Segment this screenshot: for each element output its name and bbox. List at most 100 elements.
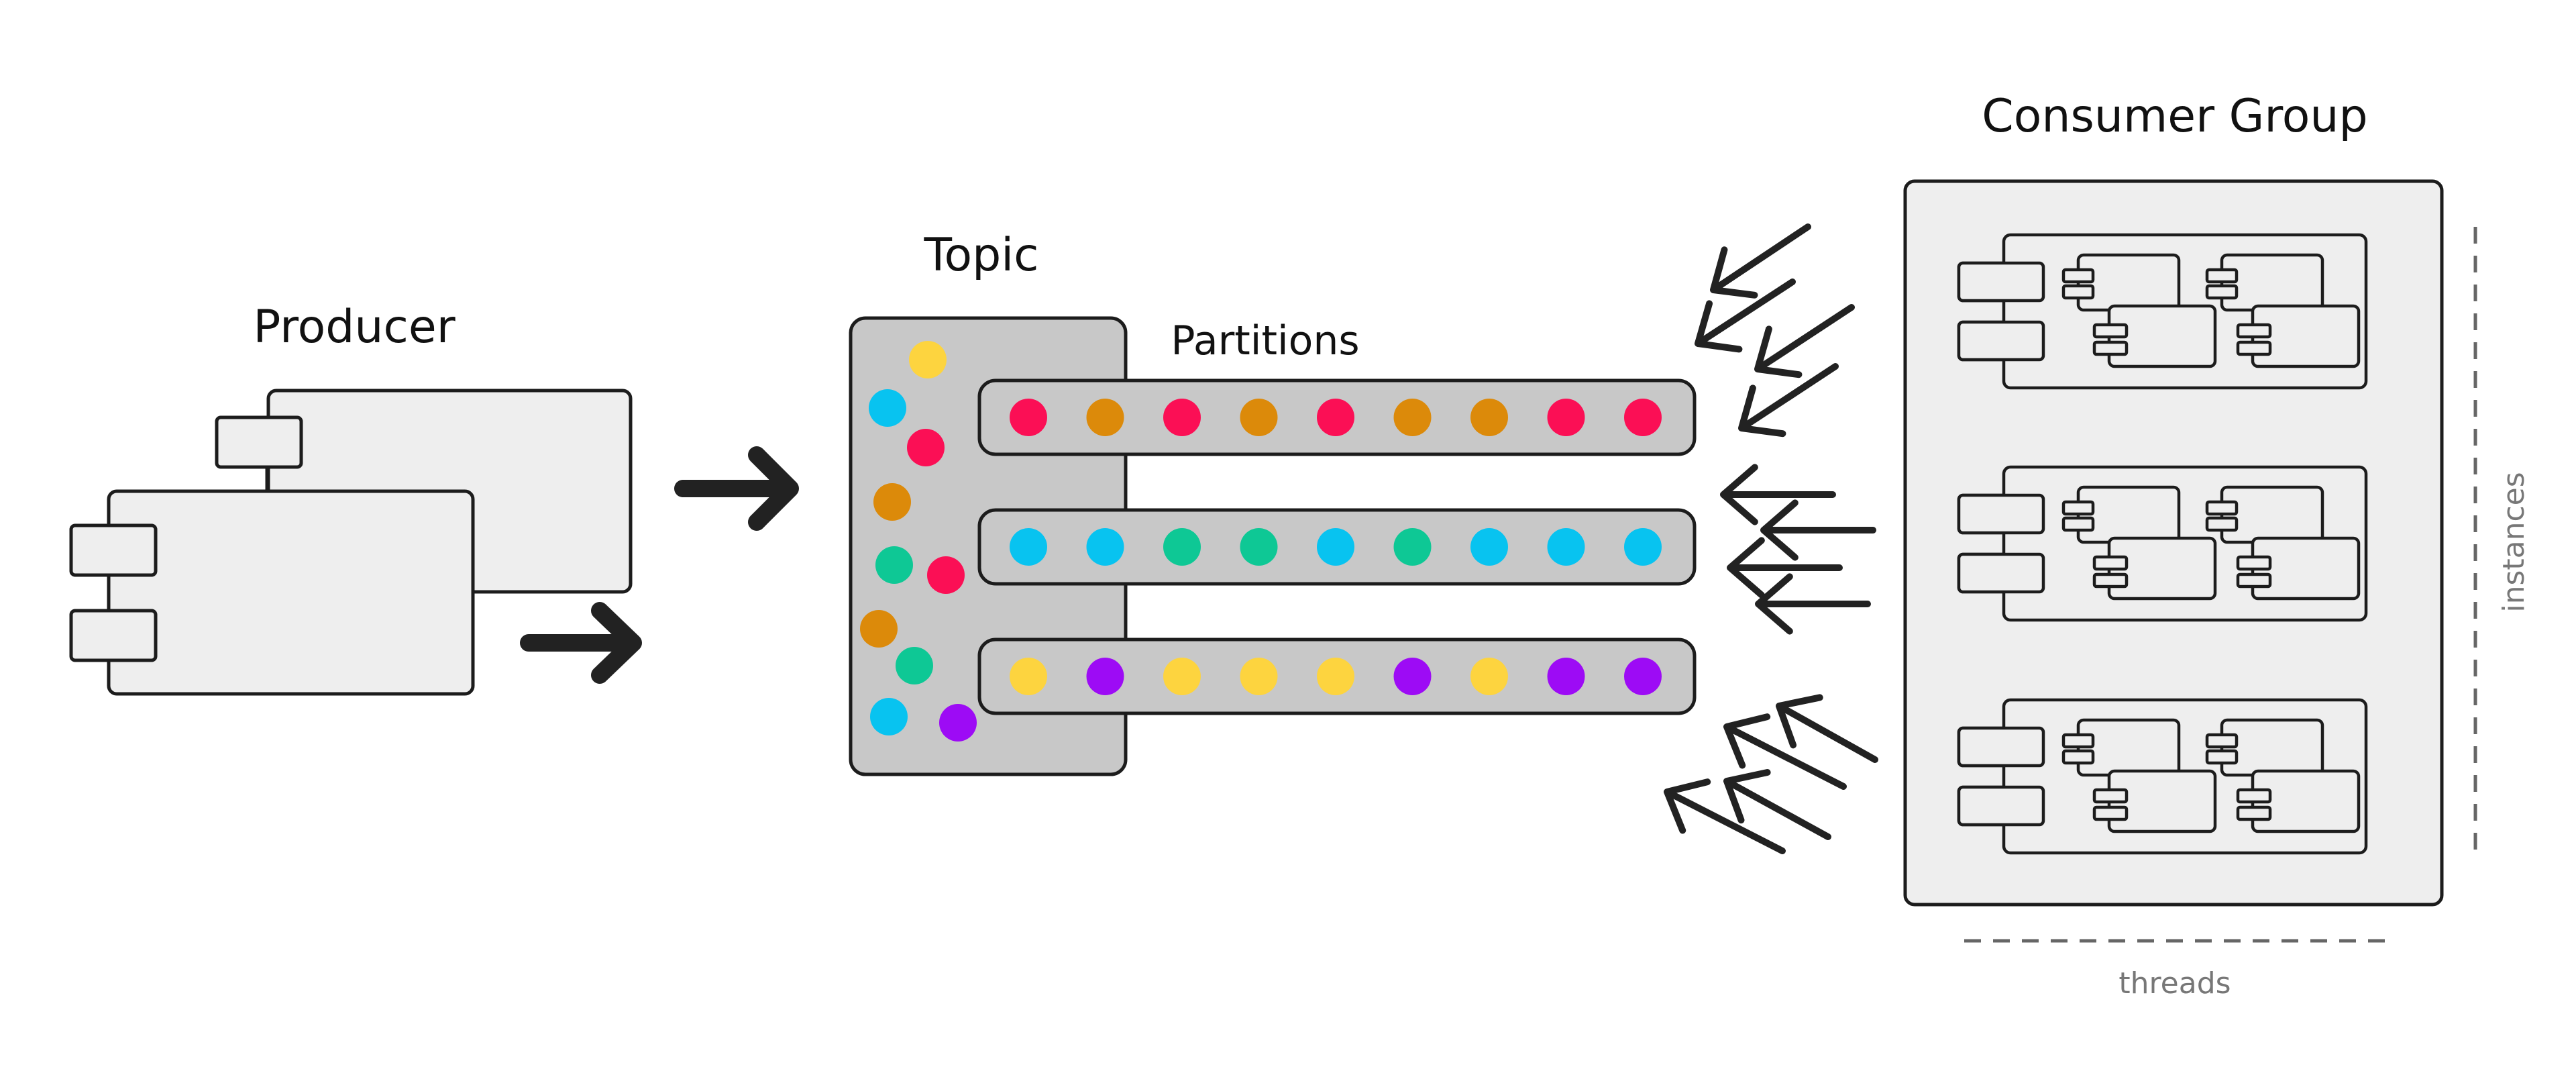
consumer-thread (2061, 253, 2217, 368)
producer-arrow-lower (520, 602, 642, 684)
consumer-arrow-partition-3 (1664, 778, 1786, 854)
thread-connector (2205, 733, 2239, 749)
partition-3 (977, 638, 1697, 715)
thread-connector (2092, 805, 2129, 821)
partition-message-dot-green (1393, 528, 1432, 566)
consumer-instance-1 (1957, 233, 2368, 390)
topic-message-dot-orange (860, 610, 898, 648)
thread-component-back (2220, 253, 2324, 312)
partition-message-dot-pink (1624, 399, 1662, 436)
topic-message-dot-pink (907, 429, 945, 466)
partition-message-dot-cyan (1547, 528, 1585, 566)
partition-message-dot-cyan (1010, 528, 1047, 566)
thread-connector (2205, 284, 2239, 300)
producer-component-front (69, 489, 475, 696)
instance-connector (1957, 320, 2045, 362)
partitions: Partitions (977, 317, 1697, 715)
partition-message-dot-yellow (1163, 658, 1201, 695)
consumer-instance-2 (1957, 465, 2368, 622)
consumer-group-label: Consumer Group (1982, 90, 2367, 143)
consumer-arrow-partition-3 (1776, 694, 1878, 763)
topic-message-queue (860, 341, 977, 742)
thread-connector (2092, 788, 2129, 804)
thread-connector (2061, 516, 2095, 532)
partition-message-dot-cyan (1470, 528, 1508, 566)
consumer-thread (2205, 485, 2361, 601)
thread-connector (2092, 323, 2129, 339)
partition-message-dot-yellow (1470, 658, 1508, 695)
consumer-arrow-partition-1 (1754, 304, 1855, 378)
thread-connector (2061, 284, 2095, 300)
partition-message-dot-pink (1317, 399, 1354, 436)
partition-message-dot-green (1240, 528, 1278, 566)
partition-message-dot-cyan (1086, 528, 1124, 566)
partition-message-dot-purple (1547, 658, 1585, 695)
thread-connector (2092, 572, 2129, 589)
consumer-arrow-partition-1 (1695, 278, 1796, 353)
partition-message-dot-pink (1547, 399, 1585, 436)
partition-message-dot-pink (1163, 399, 1201, 436)
thread-connector (2061, 733, 2095, 749)
thread-connector (2205, 268, 2239, 284)
consumer-thread (2061, 485, 2217, 601)
thread-connector (2061, 268, 2095, 284)
consumer-instance-3 (1957, 698, 2368, 855)
thread-component-back (2076, 718, 2181, 777)
partition-message-dot-orange (1086, 399, 1124, 436)
consumer-instances (1957, 233, 2368, 855)
instance-connector (1957, 261, 2045, 303)
partition-message-dot-orange (1240, 399, 1278, 436)
thread-connector (2205, 749, 2239, 765)
instance-connector (1957, 493, 2045, 535)
thread-connector (2236, 788, 2272, 804)
thread-connector (2061, 500, 2095, 516)
producer-arrow-upper (674, 446, 799, 531)
consumer-arrow-partition-2 (1760, 499, 1876, 561)
partition-message-dot-orange (1393, 399, 1432, 436)
instance-connector (1957, 552, 2045, 594)
thread-connector (2236, 340, 2272, 356)
thread-connector (2092, 340, 2129, 356)
partition-message-dot-yellow (1317, 658, 1354, 695)
topic-message-dot-green (875, 546, 913, 584)
producer: Producer (69, 301, 799, 696)
thread-connector (2236, 555, 2272, 571)
thread-connector (2205, 516, 2239, 532)
partition-message-dot-yellow (1010, 658, 1047, 695)
consumer-thread (2205, 718, 2361, 833)
partition-message-dot-cyan (1317, 528, 1354, 566)
consumer-thread (2205, 253, 2361, 368)
consumer-thread (2061, 718, 2217, 833)
partition-message-dot-pink (1010, 399, 1047, 436)
consumer-arrow-partition-3 (1723, 768, 1831, 840)
consumer-arrow-partition-2 (1755, 573, 1871, 635)
thread-component-back (2076, 253, 2181, 312)
partition-message-dot-purple (1393, 658, 1432, 695)
topic-message-dot-green (896, 647, 933, 684)
thread-connector (2205, 500, 2239, 516)
thread-connector (2061, 749, 2095, 765)
threads-label: threads (2118, 966, 2231, 1001)
instance-connector (1957, 785, 2045, 827)
consumer-arrow-partition-2 (1727, 537, 1843, 599)
thread-connector (2236, 323, 2272, 339)
thread-component-back (2220, 718, 2324, 777)
topic-message-dot-orange (873, 483, 911, 521)
topic-message-dot-purple (939, 704, 977, 742)
consumer-arrow-partition-3 (1723, 713, 1847, 790)
thread-connector (2236, 805, 2272, 821)
consumer-arrow-partition-1 (1738, 363, 1839, 438)
consumer-arrow-partition-2 (1720, 464, 1836, 525)
thread-component-back (2076, 485, 2181, 544)
thread-connector (2092, 555, 2129, 571)
topic-message-dot-yellow (909, 341, 947, 378)
topic-label: Topic (923, 229, 1038, 282)
partition-2 (977, 508, 1697, 586)
partition-message-dot-orange (1470, 399, 1508, 436)
partitions-label: Partitions (1171, 317, 1359, 364)
instance-connector (1957, 726, 2045, 768)
partition-message-dot-purple (1624, 658, 1662, 695)
topic-message-dot-pink (927, 556, 965, 594)
topic-message-dot-cyan (869, 389, 906, 427)
